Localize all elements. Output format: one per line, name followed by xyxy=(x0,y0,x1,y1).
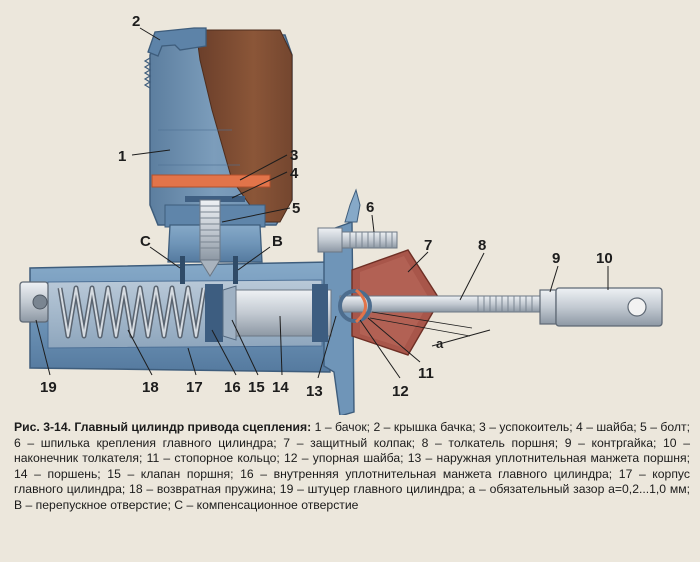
callout-12: 12 xyxy=(392,383,409,400)
piston-assembly xyxy=(205,284,332,342)
piston-valve xyxy=(222,285,237,341)
locknut xyxy=(539,289,557,325)
compensation-port xyxy=(180,256,185,284)
thrust-washer xyxy=(338,289,372,323)
mounting-stud xyxy=(317,227,398,253)
washer xyxy=(185,196,245,202)
reservoir-cap xyxy=(147,27,207,57)
callout-8: 8 xyxy=(478,237,486,254)
reservoir-exterior xyxy=(195,29,293,223)
callout-2: 2 xyxy=(132,13,140,30)
callout-13: 13 xyxy=(306,383,323,400)
clutch-master-cylinder-diagram: 2 1 3 4 5 6 7 8 9 10 11 12 13 14 15 16 1… xyxy=(19,13,663,415)
baffle xyxy=(151,174,271,188)
caption-title: Рис. 3-14. Главный цилиндр привода сцепл… xyxy=(14,420,312,434)
callout-6: 6 xyxy=(366,199,374,216)
cutaway-drawing: 2 1 3 4 5 6 7 8 9 10 11 12 13 14 15 16 1… xyxy=(19,13,663,415)
callout-14: 14 xyxy=(272,379,289,396)
retaining-ring xyxy=(354,288,367,324)
callout-3: 3 xyxy=(290,147,298,164)
reservoir-thread xyxy=(143,57,152,89)
inner-seal xyxy=(205,284,223,342)
callout-B: В xyxy=(272,233,283,250)
outlet-fitting xyxy=(19,281,49,323)
leader-lines xyxy=(35,27,609,379)
bypass-port xyxy=(233,256,238,284)
callout-10: 10 xyxy=(596,250,613,267)
callout-1: 1 xyxy=(118,148,126,165)
gap-dimension-line xyxy=(431,329,491,347)
callout-11: 11 xyxy=(418,365,434,382)
callout-C: С xyxy=(140,233,151,250)
callout-a: а xyxy=(436,336,444,351)
bolt xyxy=(199,199,221,277)
callout-4: 4 xyxy=(290,165,299,182)
callout-17: 17 xyxy=(186,379,203,396)
callout-19: 19 xyxy=(40,379,57,396)
callout-15: 15 xyxy=(248,379,265,396)
callout-9: 9 xyxy=(552,250,560,267)
reservoir xyxy=(143,27,293,228)
figure-caption: Рис. 3-14. Главный цилиндр привода сцепл… xyxy=(14,420,690,514)
outer-seal xyxy=(312,284,328,342)
callout-18: 18 xyxy=(142,379,159,396)
callout-16: 16 xyxy=(224,379,241,396)
callout-7: 7 xyxy=(424,237,432,254)
callout-5: 5 xyxy=(292,200,300,217)
pushrod-tip xyxy=(555,287,663,327)
caption-text: 1 – бачок; 2 – крышка бачка; 3 – успокои… xyxy=(14,420,690,512)
return-spring xyxy=(57,285,207,339)
